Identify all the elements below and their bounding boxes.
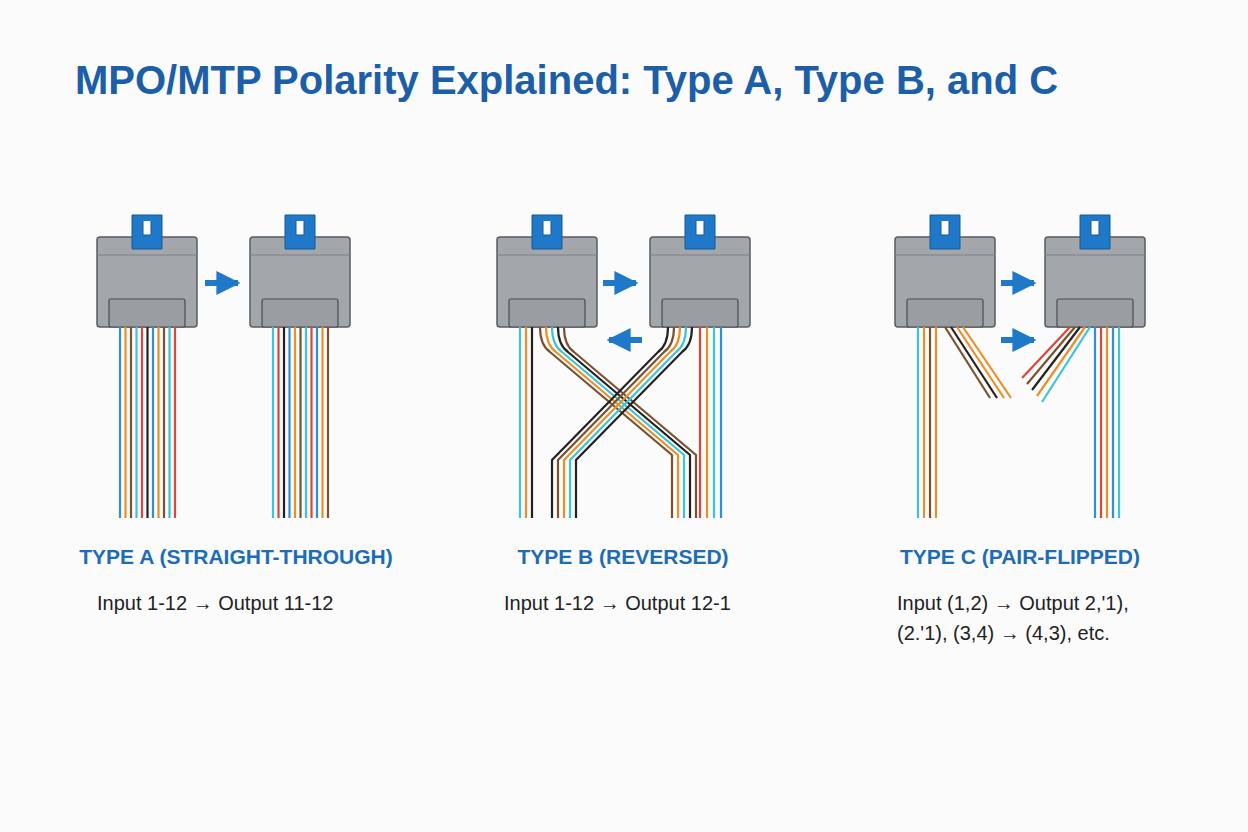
fiber bbox=[519, 327, 521, 518]
fiber bbox=[1037, 327, 1085, 396]
fiber bbox=[168, 327, 170, 518]
fiber bbox=[564, 327, 680, 518]
fiber bbox=[124, 327, 126, 518]
fiber bbox=[163, 327, 165, 518]
type-heading: TYPE A (STRAIGHT-THROUGH) bbox=[79, 545, 392, 569]
fiber bbox=[157, 327, 159, 518]
fiber bbox=[720, 327, 722, 518]
mapping-note: Input 1-12 → Output 11-12 bbox=[97, 592, 333, 615]
fiber bbox=[130, 327, 132, 518]
fiber bbox=[152, 327, 154, 518]
plug-type-a-right bbox=[250, 215, 350, 327]
fiber bbox=[1106, 327, 1108, 518]
type-heading: TYPE C (PAIR-FLIPPED) bbox=[900, 545, 1140, 569]
fiber bbox=[1118, 327, 1120, 518]
fiber bbox=[945, 327, 990, 398]
fiber bbox=[316, 327, 318, 518]
fiber bbox=[146, 327, 148, 518]
fiber bbox=[283, 327, 285, 518]
fiber bbox=[531, 327, 533, 518]
fiber bbox=[327, 327, 329, 518]
fiber bbox=[1112, 327, 1114, 518]
page-title: MPO/MTP Polarity Explained: Type A, Type… bbox=[75, 58, 1058, 103]
fiber bbox=[929, 327, 931, 518]
fiber bbox=[305, 327, 307, 518]
fiber bbox=[706, 327, 708, 518]
fiber bbox=[576, 327, 692, 518]
plug-type-b-left bbox=[497, 215, 597, 327]
fiber bbox=[321, 327, 323, 518]
mapping-note: Input (1,2) → Output 2,'1), bbox=[897, 592, 1129, 615]
fiber bbox=[564, 327, 696, 518]
mapping-note: Input 1-12 → Output 12-1 bbox=[504, 592, 731, 615]
fiber bbox=[272, 327, 274, 518]
fiber bbox=[135, 327, 137, 518]
fiber bbox=[713, 327, 715, 518]
direction-arrows bbox=[205, 283, 1034, 340]
fiber bbox=[294, 327, 296, 518]
fiber-strands bbox=[120, 327, 1119, 518]
plug-type-c-right bbox=[1045, 215, 1145, 327]
type-heading: TYPE B (REVERSED) bbox=[517, 545, 728, 569]
plug-type-b-right bbox=[650, 215, 750, 327]
fiber bbox=[525, 327, 527, 518]
fiber bbox=[310, 327, 312, 518]
fiber bbox=[119, 327, 121, 518]
fiber bbox=[951, 327, 997, 398]
fiber bbox=[1042, 327, 1090, 402]
fiber bbox=[923, 327, 925, 518]
fiber bbox=[1094, 327, 1096, 518]
fiber bbox=[141, 327, 143, 518]
fiber bbox=[963, 327, 1011, 398]
fiber bbox=[935, 327, 937, 518]
plug-type-c-left bbox=[895, 215, 995, 327]
fiber bbox=[277, 327, 279, 518]
fiber bbox=[288, 327, 290, 518]
fiber bbox=[917, 327, 919, 518]
fiber bbox=[1100, 327, 1102, 518]
mapping-note: (2.'1), (3,4) → (4,3), etc. bbox=[897, 622, 1110, 645]
fiber bbox=[299, 327, 301, 518]
plug-type-a-left bbox=[97, 215, 197, 327]
fiber bbox=[174, 327, 176, 518]
fiber bbox=[699, 327, 701, 518]
fiber bbox=[570, 327, 686, 518]
fiber bbox=[957, 327, 1004, 398]
